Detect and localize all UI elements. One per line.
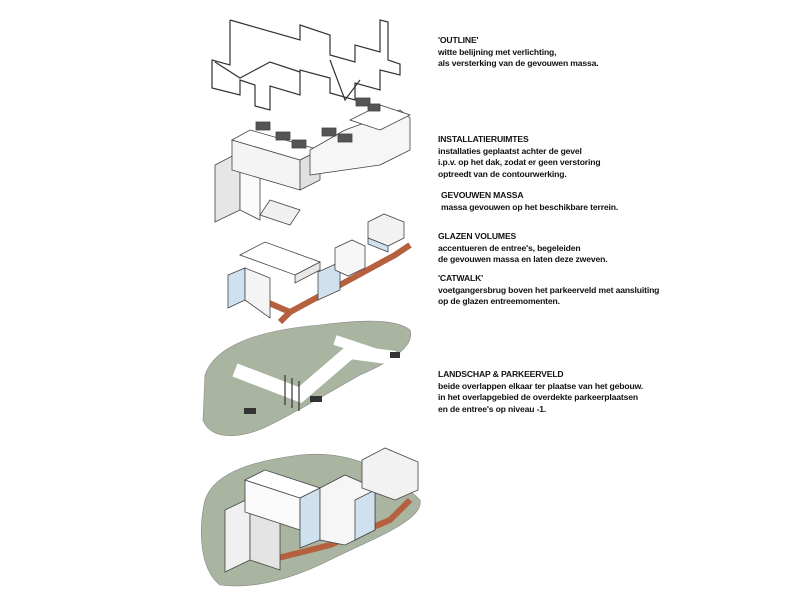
note-line: accentueren de entree's, begeleiden <box>438 242 581 253</box>
glass-catwalk-layer <box>227 213 412 325</box>
note-line: beide overlappen elkaar ter plaatse van … <box>438 380 644 391</box>
note-line: op de glazen entreemomenten. <box>438 296 560 307</box>
note-catwalk: 'CATWALK' voetgangersbrug boven het park… <box>438 273 659 308</box>
installation-mass-layer <box>214 97 412 226</box>
note-line: in het overlapgebied de overdekte parkee… <box>438 392 638 403</box>
note-title: LANDSCHAP & PARKEERVELD <box>438 369 564 379</box>
note-line: optreedt van de contourwerking. <box>438 168 567 179</box>
landscape-parking-layer <box>202 320 412 436</box>
note-gevouwen-massa: GEVOUWEN MASSA massa gevouwen op het bes… <box>441 190 618 213</box>
note-line: als versterking van de gevouwen massa. <box>438 58 599 69</box>
note-line: voetgangersbrug boven het parkeerveld me… <box>438 284 660 295</box>
note-title: INSTALLATIERUIMTES <box>438 134 529 144</box>
note-line: i.p.v. op het dak, zodat er geen verstor… <box>438 157 601 168</box>
note-title: 'CATWALK' <box>438 273 484 283</box>
final-composite-layer <box>201 447 421 587</box>
note-line: installaties geplaatst achter de gevel <box>438 145 582 156</box>
note-line: de gevouwen massa en laten deze zweven. <box>438 254 608 265</box>
note-title: GEVOUWEN MASSA <box>441 190 524 200</box>
note-line: massa gevouwen op het beschikbare terrei… <box>441 201 619 212</box>
note-glazen-volumes: GLAZEN VOLUMES accentueren de entree's, … <box>438 231 608 266</box>
outline-layer <box>211 19 401 111</box>
note-line: witte belijning met verlichting, <box>438 46 557 57</box>
note-line: en de entree's op niveau -1. <box>438 403 547 414</box>
note-title: 'OUTLINE' <box>438 35 479 45</box>
note-installatieruimtes: INSTALLATIERUIMTES installaties geplaats… <box>438 134 601 180</box>
note-title: GLAZEN VOLUMES <box>438 231 517 241</box>
note-outline: 'OUTLINE' witte belijning met verlichtin… <box>438 35 599 70</box>
note-landschap-parkeerveld: LANDSCHAP & PARKEERVELD beide overlappen… <box>438 369 643 415</box>
